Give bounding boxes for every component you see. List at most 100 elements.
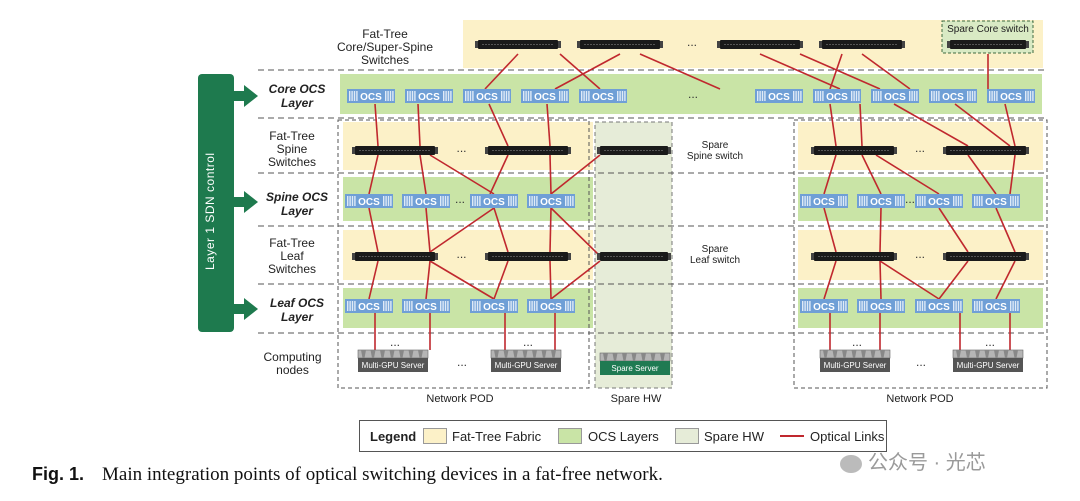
optical-circuit-switch-icon: OCS bbox=[915, 299, 963, 313]
multi-gpu-server-icon: Multi-GPU Server bbox=[490, 349, 562, 372]
svg-text:OCS: OCS bbox=[826, 92, 848, 103]
optical-circuit-switch-icon: OCS bbox=[470, 194, 518, 208]
spare-core-switch bbox=[947, 40, 1029, 49]
optical-link bbox=[488, 103, 509, 147]
ellipsis: ... bbox=[455, 192, 465, 206]
svg-text:OCS: OCS bbox=[540, 197, 562, 208]
network-pod-right-box bbox=[793, 119, 1048, 389]
optical-circuit-switch-icon: OCS bbox=[857, 194, 905, 208]
svg-text:OCS: OCS bbox=[928, 197, 950, 208]
optical-link bbox=[546, 103, 551, 147]
svg-text:OCS: OCS bbox=[540, 302, 562, 313]
right-arrow-icon bbox=[232, 197, 244, 207]
svg-text:OCS: OCS bbox=[415, 302, 437, 313]
svg-text:OCS: OCS bbox=[985, 302, 1007, 313]
optical-link bbox=[493, 207, 509, 253]
optical-link bbox=[879, 207, 882, 253]
optical-link bbox=[425, 207, 431, 253]
legend-optical-link-line bbox=[780, 435, 804, 437]
optical-link bbox=[549, 207, 552, 253]
spine-switch bbox=[352, 146, 438, 155]
network-pod-right-label: Network POD bbox=[886, 393, 954, 405]
optical-links bbox=[368, 53, 1016, 350]
optical-link bbox=[489, 154, 509, 195]
watermark: 公众号 · 光芯 bbox=[840, 446, 986, 475]
optical-circuit-switch-icon: OCS bbox=[402, 194, 450, 208]
ellipsis: ... bbox=[523, 335, 533, 349]
figure-caption: Fig. 1.Main integration points of optica… bbox=[32, 464, 663, 486]
ellipsis: ... bbox=[457, 355, 467, 369]
svg-text:OCS: OCS bbox=[942, 92, 964, 103]
network-pod-left-box bbox=[337, 119, 590, 389]
spare-leaf-switch bbox=[597, 252, 671, 261]
legend: Legend Fat-Tree Fabric OCS Layers Spare … bbox=[359, 420, 887, 452]
multi-gpu-server-icon: Multi-GPU Server bbox=[357, 349, 429, 372]
ellipsis: ... bbox=[915, 247, 925, 261]
optical-link bbox=[374, 103, 379, 147]
optical-link bbox=[550, 260, 601, 300]
optical-circuit-switch-icon: OCS bbox=[972, 194, 1020, 208]
svg-text:OCS: OCS bbox=[928, 302, 950, 313]
optical-circuit-switch-icon: OCS bbox=[521, 89, 569, 103]
optical-circuit-switch-icon: OCS bbox=[857, 299, 905, 313]
optical-link bbox=[484, 53, 519, 90]
optical-link bbox=[639, 53, 721, 90]
optical-link bbox=[859, 103, 863, 147]
spine-switch bbox=[943, 146, 1029, 155]
svg-text:OCS: OCS bbox=[870, 197, 892, 208]
optical-link bbox=[554, 53, 621, 90]
optical-link bbox=[493, 260, 509, 300]
svg-text:OCS: OCS bbox=[768, 92, 790, 103]
diagram-texts: ........................................… bbox=[390, 35, 995, 369]
optical-link bbox=[995, 260, 1016, 300]
svg-text:OCS: OCS bbox=[415, 197, 437, 208]
optical-link bbox=[550, 207, 601, 257]
optical-link bbox=[823, 207, 837, 253]
multi-gpu-server-icon: Multi-GPU Server bbox=[819, 349, 891, 372]
svg-text:OCS: OCS bbox=[884, 92, 906, 103]
svg-text:OCS: OCS bbox=[534, 92, 556, 103]
leaf-switch bbox=[811, 252, 897, 261]
optical-circuit-switch-icon: OCS bbox=[813, 89, 861, 103]
optical-circuit-switch-icon: OCS bbox=[345, 299, 393, 313]
svg-text:OCS: OCS bbox=[813, 302, 835, 313]
optical-link bbox=[967, 154, 997, 195]
svg-text:OCS: OCS bbox=[360, 92, 382, 103]
spine-switch bbox=[811, 146, 897, 155]
optical-link bbox=[938, 207, 969, 253]
leaf-switch bbox=[485, 252, 571, 261]
optical-link bbox=[875, 154, 940, 195]
optical-link bbox=[419, 154, 427, 195]
svg-text:OCS: OCS bbox=[1000, 92, 1022, 103]
core-switch bbox=[717, 40, 803, 49]
network-diagram: OCS OCS OCS OCS OCS OCS OCS OCS OCS OCS OCS OCS OCS O… bbox=[198, 20, 1048, 389]
core-switch bbox=[819, 40, 905, 49]
legend-optical-links: Optical Links bbox=[810, 429, 885, 444]
optical-link bbox=[829, 103, 837, 147]
ellipsis: ... bbox=[852, 335, 862, 349]
sdn-control-label: Layer 1 SDN control bbox=[203, 152, 217, 270]
optical-link bbox=[368, 154, 379, 195]
svg-text:Multi-GPU Server: Multi-GPU Server bbox=[362, 361, 425, 370]
optical-link bbox=[823, 154, 837, 195]
leaf-switch bbox=[352, 252, 438, 261]
optical-link bbox=[429, 260, 495, 300]
devices: OCS OCS OCS OCS OCS OCS OCS OCS OCS OCS OCS OCS OCS O… bbox=[345, 40, 1035, 375]
optical-link bbox=[417, 103, 421, 147]
spare-hw-label: Spare HW bbox=[610, 393, 662, 405]
core-switch bbox=[577, 40, 663, 49]
optical-link bbox=[429, 207, 495, 253]
legend-swatch-fat-tree bbox=[423, 428, 447, 444]
optical-link bbox=[368, 260, 379, 300]
svg-text:OCS: OCS bbox=[813, 197, 835, 208]
leaf-switch bbox=[943, 252, 1029, 261]
optical-circuit-switch-icon: OCS bbox=[871, 89, 919, 103]
optical-link bbox=[893, 103, 969, 147]
network-pod-left-label: Network POD bbox=[426, 393, 494, 405]
watermark-text: 公众号 · 光芯 bbox=[868, 452, 986, 474]
